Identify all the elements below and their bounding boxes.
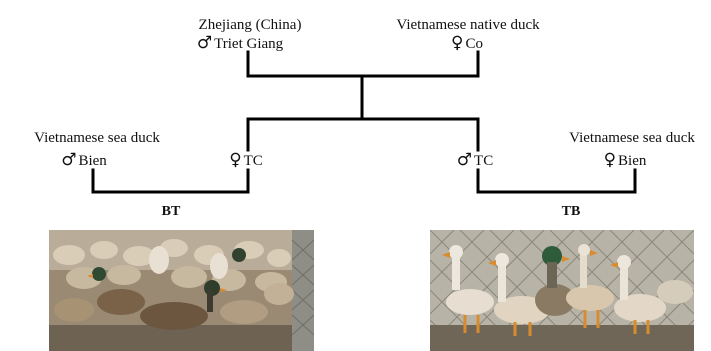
bt-cross-label: BT <box>162 203 181 221</box>
tb-male: ♂TC <box>457 151 493 170</box>
female-symbol-icon: ♀ <box>451 33 463 53</box>
tb-female: ♀Bien <box>604 151 647 170</box>
male-parent-name: Triet Giang <box>214 36 283 52</box>
female-parent-name: Co <box>465 36 483 52</box>
female-symbol-icon: ♀ <box>604 150 616 170</box>
tb-female-name: Bien <box>618 153 646 169</box>
male-symbol-icon: ♂ <box>61 150 76 170</box>
male-parent-origin: Zhejiang (China) <box>199 16 302 34</box>
parents-connector <box>248 52 478 76</box>
tb-cross-label: TB <box>562 203 581 221</box>
bt-male-origin: Vietnamese sea duck <box>34 129 160 147</box>
female-parent-origin: Vietnamese native duck <box>396 16 539 34</box>
bt-male-name: Bien <box>78 153 106 169</box>
male-symbol-icon: ♂ <box>197 33 212 53</box>
bt-ducks-photo <box>49 230 314 351</box>
bt-connector <box>93 170 248 192</box>
bt-female: ♀TC <box>229 151 263 170</box>
bt-female-name: TC <box>244 153 263 169</box>
tb-female-origin: Vietnamese sea duck <box>569 129 695 147</box>
male-parent: ♂Triet Giang <box>197 34 283 53</box>
female-parent: ♀Co <box>451 34 483 53</box>
bt-male: ♂Bien <box>61 151 107 170</box>
tb-connector <box>478 170 635 192</box>
tb-male-name: TC <box>474 153 493 169</box>
female-symbol-icon: ♀ <box>229 150 241 170</box>
male-symbol-icon: ♂ <box>457 150 472 170</box>
tb-ducks-photo <box>430 230 694 351</box>
